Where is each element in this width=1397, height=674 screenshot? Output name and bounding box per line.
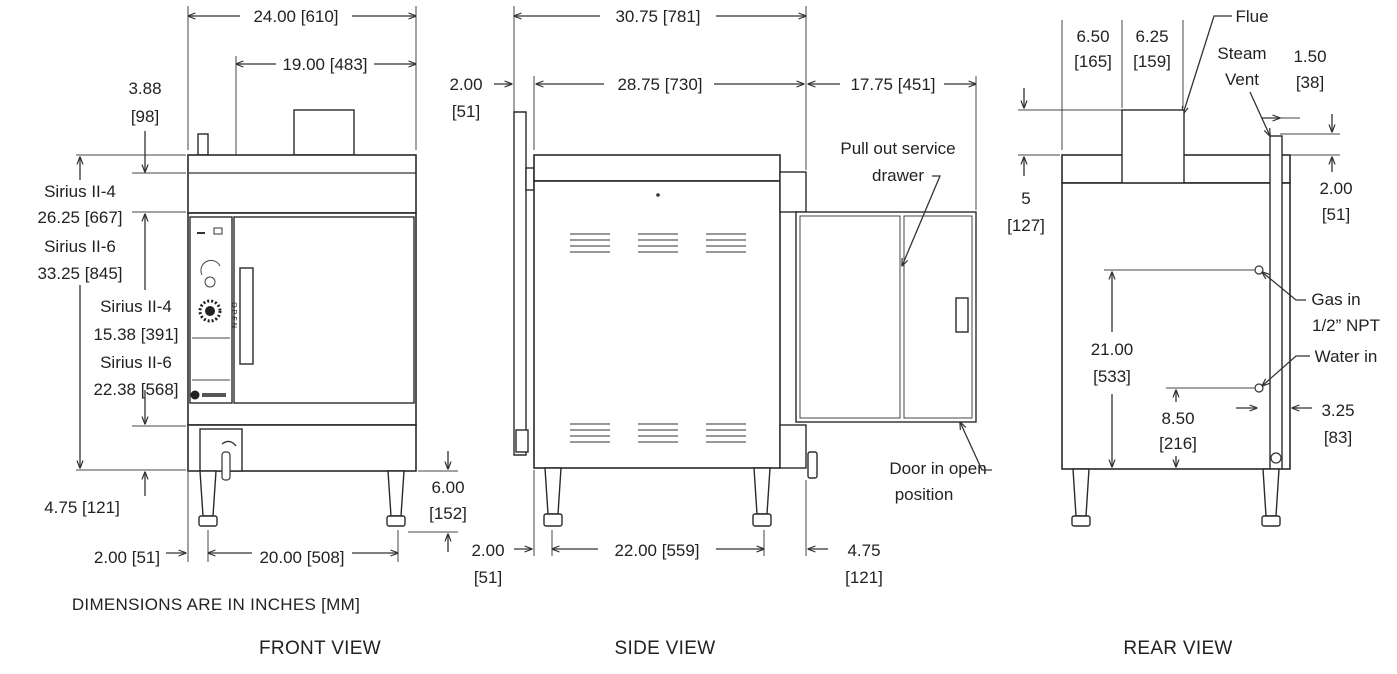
side-door-panel (513, 111, 527, 456)
side-front-offset-b: [51] (452, 102, 480, 121)
rear-flue-height-b: [127] (1007, 216, 1045, 235)
drain-valve-icon (221, 451, 231, 481)
side-top-section (533, 154, 781, 182)
rear-flue-label: Flue (1235, 7, 1268, 26)
front-s6-height-value: 33.25 [845] (37, 264, 122, 283)
side-front-offset-a: 2.00 (449, 75, 482, 94)
rear-steam-vent-b: Vent (1225, 70, 1259, 89)
side-bottom-left-b: [51] (474, 568, 502, 587)
front-s6-door-value: 22.38 [568] (93, 380, 178, 399)
drawer-note-line1: Pull out service (840, 139, 955, 158)
rear-flue-box (1121, 109, 1185, 191)
door-handle (239, 267, 254, 365)
front-width-upper: 19.00 [483] (282, 55, 367, 74)
front-view-title: FRONT VIEW (259, 638, 381, 659)
rear-leg-right (1262, 468, 1280, 517)
side-bottom-right-a: 4.75 (847, 541, 880, 560)
rear-gas-height-a: 21.00 (1091, 340, 1134, 359)
front-view: 24.00 [610] 19.00 [483] OPEN (37, 6, 467, 659)
side-drawer-ext: 17.75 [451] (850, 75, 935, 94)
front-s4-height-value: 26.25 [667] (37, 208, 122, 227)
side-depth-body: 28.75 [730] (617, 75, 702, 94)
front-s4-height-label: Sirius II-4 (44, 182, 116, 201)
side-leg-right (753, 467, 771, 515)
door-handle-label: OPEN (230, 302, 237, 330)
front-top-offset-b: [98] (131, 107, 159, 126)
side-bottom-right-b: [121] (845, 568, 883, 587)
rear-water-label: Water in (1315, 347, 1378, 366)
rear-water-side-b: [83] (1324, 428, 1352, 447)
front-leg-left (199, 470, 217, 517)
rear-gas-b: 1/2” NPT (1312, 316, 1380, 335)
timer-knob-icon (198, 299, 222, 323)
front-s6-door-label: Sirius II-6 (100, 353, 172, 372)
front-leg-height-b: [152] (429, 504, 467, 523)
rear-gas-height-b: [533] (1093, 367, 1131, 386)
service-drawer (795, 211, 977, 423)
rear-water-height-a: 8.50 (1161, 409, 1194, 428)
front-s6-height-label: Sirius II-6 (44, 237, 116, 256)
rear-water-side-a: 3.25 (1321, 401, 1354, 420)
rear-flue-height-a: 5 (1021, 189, 1030, 208)
side-depth-overall: 30.75 [781] (615, 7, 700, 26)
rear-water-height-b: [216] (1159, 434, 1197, 453)
side-bottom-left-a: 2.00 (471, 541, 504, 560)
rear-vent-drop-a: 2.00 (1319, 179, 1352, 198)
rear-vent-drop-b: [51] (1322, 205, 1350, 224)
side-vents-bottom (570, 423, 746, 443)
brand-logo-icon (190, 390, 200, 400)
open-door (799, 215, 901, 419)
gas-inlet-icon (1254, 265, 1264, 275)
front-leg-right (387, 470, 405, 517)
side-vents-top (570, 233, 746, 253)
rear-flue-width-a: 6.25 (1135, 27, 1168, 46)
door-note-line1: Door in open (889, 459, 986, 478)
front-top-section (187, 154, 417, 214)
front-vent-stub (197, 133, 209, 156)
steam-vent-pipe (1269, 135, 1283, 470)
rear-flue-width-b: [159] (1133, 52, 1171, 71)
drawer-handle (955, 297, 969, 333)
side-knob-icon (807, 451, 818, 479)
rear-view-title: REAR VIEW (1123, 638, 1232, 659)
rear-flue-left-a: 6.50 (1076, 27, 1109, 46)
front-s4-door-label: Sirius II-4 (100, 297, 172, 316)
door-note-line2: position (895, 485, 954, 504)
rear-vent-offset-a: 1.50 (1293, 47, 1326, 66)
front-side-offset: 2.00 [51] (94, 548, 160, 567)
rear-view: 6.50 [165] 6.25 [159] Flue Steam Vent 1.… (1007, 7, 1380, 659)
side-view-title: SIDE VIEW (615, 638, 716, 659)
rear-leg-left (1072, 468, 1090, 517)
side-body (533, 180, 781, 469)
power-switch-icon (204, 276, 216, 288)
drain-box (199, 428, 243, 472)
front-s4-door-value: 15.38 [391] (93, 325, 178, 344)
rear-gas-a: Gas in (1311, 290, 1360, 309)
front-leg-height-a: 6.00 (431, 478, 464, 497)
rear-steam-vent-a: Steam (1217, 44, 1266, 63)
rear-flue-left-b: [165] (1074, 52, 1112, 71)
front-top-offset-a: 3.88 (128, 79, 161, 98)
front-width-overall: 24.00 [610] (253, 7, 338, 26)
rear-body (1061, 182, 1291, 470)
front-base-offset: 4.75 [121] (44, 498, 120, 517)
side-view: 30.75 [781] 28.75 [730] 17.75 [451] 2.00… (449, 6, 992, 659)
side-leg-left (544, 467, 562, 515)
front-door (233, 216, 415, 404)
front-flue-box (293, 109, 355, 156)
water-inlet-icon (1254, 383, 1264, 393)
dimensions-note: DIMENSIONS ARE IN INCHES [MM] (72, 595, 360, 614)
drawer-note-line2: drawer (872, 166, 924, 185)
side-leg-spacing: 22.00 [559] (614, 541, 699, 560)
front-leg-spacing: 20.00 [508] (259, 548, 344, 567)
rear-vent-offset-b: [38] (1296, 73, 1324, 92)
